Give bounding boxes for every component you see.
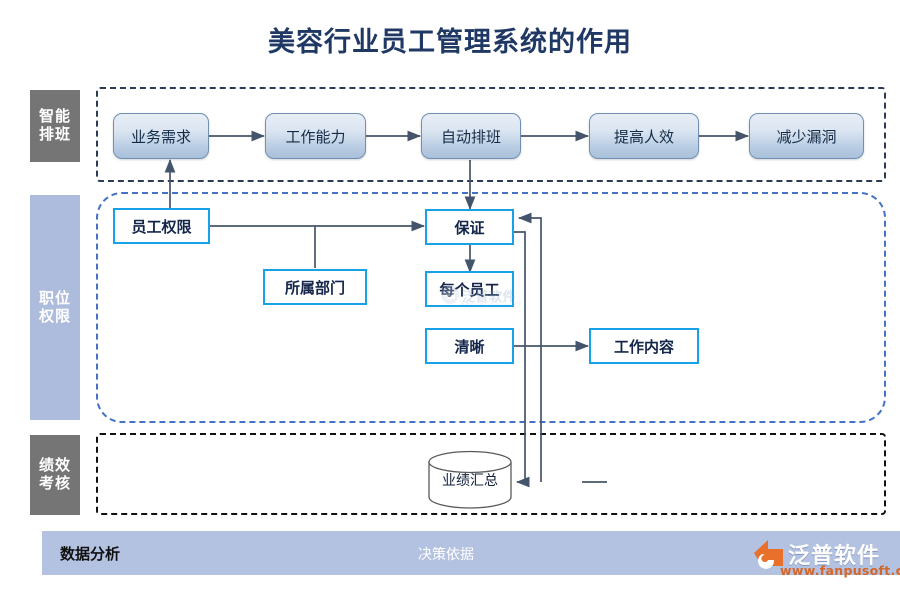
sidebar-item-performance-line1: 绩效 bbox=[38, 456, 71, 475]
node-each-employee[interactable]: 每个员工 bbox=[425, 271, 514, 307]
sidebar-item-scheduling[interactable]: 智能 排班 bbox=[30, 90, 80, 162]
node-fewer-loopholes-label: 减少漏洞 bbox=[776, 127, 837, 146]
section-container-permission bbox=[96, 192, 886, 423]
sidebar-item-permission-line2: 权限 bbox=[38, 306, 71, 325]
sidebar-item-scheduling-line1: 智能 bbox=[38, 107, 71, 126]
node-employee-permission[interactable]: 员工权限 bbox=[113, 208, 210, 244]
brand-name: 泛普软件 bbox=[788, 544, 881, 569]
sidebar-item-permission-line1: 职位 bbox=[38, 288, 71, 307]
footer-label-decision-basis: 决策依据 bbox=[418, 547, 474, 563]
node-performance-datastore[interactable]: 业绩汇总 bbox=[427, 450, 513, 509]
node-department[interactable]: 所属部门 bbox=[263, 269, 367, 305]
node-clear-label: 清晰 bbox=[454, 337, 485, 356]
node-business-need-label: 业务需求 bbox=[130, 127, 191, 146]
node-fewer-loopholes[interactable]: 减少漏洞 bbox=[749, 113, 864, 159]
connector-guarantee-down-to-datastore bbox=[514, 231, 526, 482]
node-each-employee-label: 每个员工 bbox=[439, 280, 500, 299]
sidebar-item-scheduling-line2: 排班 bbox=[38, 125, 71, 143]
page-title: 美容行业员工管理系统的作用 bbox=[268, 27, 632, 58]
node-work-ability-label: 工作能力 bbox=[285, 127, 346, 146]
node-auto-schedule-label: 自动排班 bbox=[440, 127, 501, 146]
node-auto-schedule[interactable]: 自动排班 bbox=[421, 113, 521, 159]
node-business-need[interactable]: 业务需求 bbox=[113, 113, 209, 159]
node-work-ability[interactable]: 工作能力 bbox=[265, 113, 366, 159]
section-container-performance bbox=[96, 433, 886, 515]
cylinder-icon bbox=[428, 450, 512, 509]
sidebar-item-permission[interactable]: 职位 权限 bbox=[30, 195, 80, 420]
node-guarantee[interactable]: 保证 bbox=[425, 209, 514, 245]
section-container-scheduling bbox=[96, 87, 886, 182]
sidebar-item-performance-line2: 考核 bbox=[38, 474, 71, 492]
brand-url: www.fanpusoft.com bbox=[780, 563, 900, 578]
node-employee-permission-label: 员工权限 bbox=[131, 217, 192, 236]
connector-datastore-up-to-guarantee bbox=[517, 212, 542, 482]
fanpu-swoosh-icon bbox=[754, 540, 783, 569]
node-guarantee-label: 保证 bbox=[454, 218, 485, 237]
sidebar-item-performance[interactable]: 绩效 考核 bbox=[30, 435, 80, 515]
node-work-content-label: 工作内容 bbox=[613, 337, 674, 356]
node-department-label: 所属部门 bbox=[284, 278, 345, 297]
node-improve-efficiency[interactable]: 提高人效 bbox=[589, 113, 699, 159]
node-work-content[interactable]: 工作内容 bbox=[589, 328, 699, 364]
brand-logo[interactable]: 泛普软件 www.fanpusoft.com bbox=[752, 536, 900, 580]
node-improve-efficiency-label: 提高人效 bbox=[613, 127, 674, 146]
node-clear[interactable]: 清晰 bbox=[425, 328, 514, 364]
footer-label-data-analysis: 数据分析 bbox=[60, 545, 121, 563]
